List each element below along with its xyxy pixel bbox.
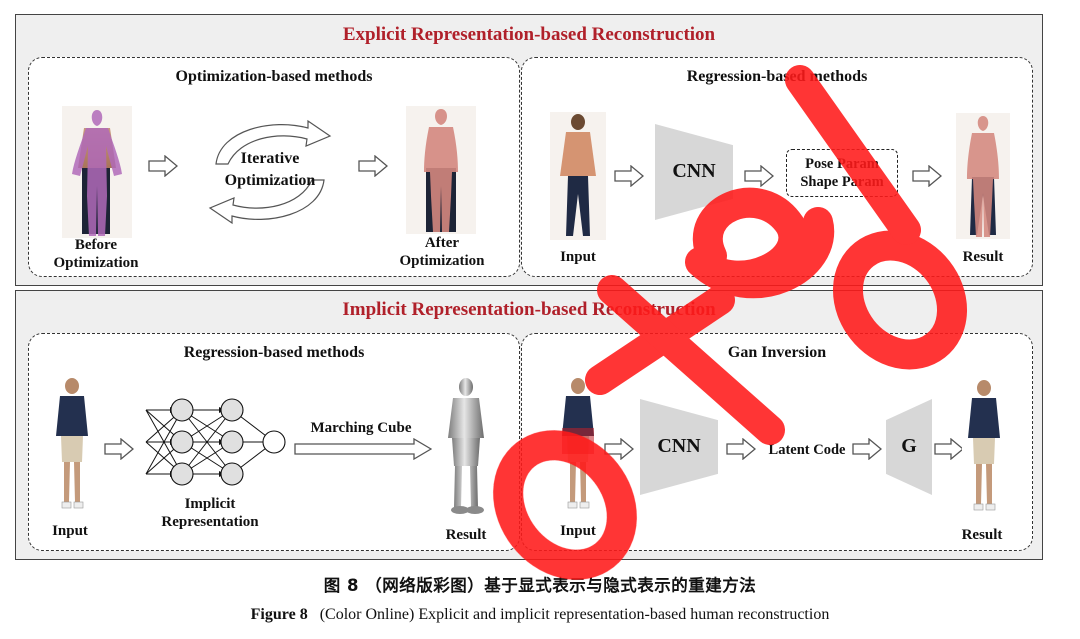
before-optimization-image — [62, 106, 132, 238]
implicit-input-image — [50, 376, 94, 512]
marching-cube-label: Marching Cube — [310, 420, 412, 436]
figure-caption-english: Figure 8 (Color Online) Explicit and impl… — [0, 606, 1080, 624]
flow-arrow-icon — [358, 155, 388, 177]
implicit-regression-title: Regression-based methods — [183, 344, 365, 361]
gan-result-label: Result — [961, 527, 1003, 543]
after-optimization-image — [406, 106, 476, 234]
after-optimization-label: After Optimization — [399, 235, 485, 269]
pose-shape-param-box: Pose Param Shape Param — [786, 149, 898, 197]
explicit-panel-title: Explicit Representation-based Reconstruc… — [342, 24, 716, 45]
explicit-regression-title: Regression-based methods — [686, 68, 868, 85]
implicit-input-label: Input — [52, 523, 88, 539]
flow-arrow-icon — [614, 165, 644, 187]
shape-param-label: Shape Param — [800, 174, 884, 190]
figure-caption-chinese: 图 8 （网络版彩图）基于显式表示与隐式表示的重建方法 — [323, 576, 757, 595]
gan-input-image — [556, 376, 600, 512]
explicit-result-label: Result — [962, 249, 1004, 265]
pose-param-label: Pose Param — [805, 156, 879, 172]
implicit-mesh-result-image — [438, 376, 494, 518]
explicit-input-image — [550, 112, 606, 240]
iterative-optimization-label: Iterative Optimization — [224, 150, 316, 189]
flow-arrow-icon — [934, 438, 964, 460]
flow-arrow-icon — [852, 438, 882, 460]
optimization-title: Optimization-based methods — [175, 68, 373, 85]
figure-caption-label: Figure 8 — [250, 606, 308, 623]
latent-code-label: Latent Code — [768, 442, 846, 458]
flow-arrow-icon — [604, 438, 634, 460]
before-optimization-label: Before Optimization — [53, 237, 139, 271]
implicit-network-icon — [145, 398, 286, 486]
flow-arrow-icon — [726, 438, 756, 460]
flow-arrow-icon — [912, 165, 942, 187]
implicit-result-label: Result — [445, 527, 487, 543]
gan-input-label: Input — [560, 523, 596, 539]
flow-arrow-icon — [104, 438, 134, 460]
figure-caption-text: (Color Online) Explicit and implicit rep… — [319, 606, 830, 623]
marching-cube-arrow-icon — [294, 438, 432, 460]
explicit-input-label: Input — [560, 249, 596, 265]
flow-arrow-icon — [744, 165, 774, 187]
gan-inversion-title: Gan Inversion — [727, 344, 827, 361]
implicit-panel-title: Implicit Representation-based Reconstruc… — [342, 299, 716, 320]
implicit-representation-label: Implicit Representation — [161, 496, 259, 530]
flow-arrow-icon — [148, 155, 178, 177]
circular-arrows-icon — [208, 119, 332, 225]
gan-result-image — [962, 378, 1006, 514]
explicit-result-image — [956, 113, 1010, 239]
